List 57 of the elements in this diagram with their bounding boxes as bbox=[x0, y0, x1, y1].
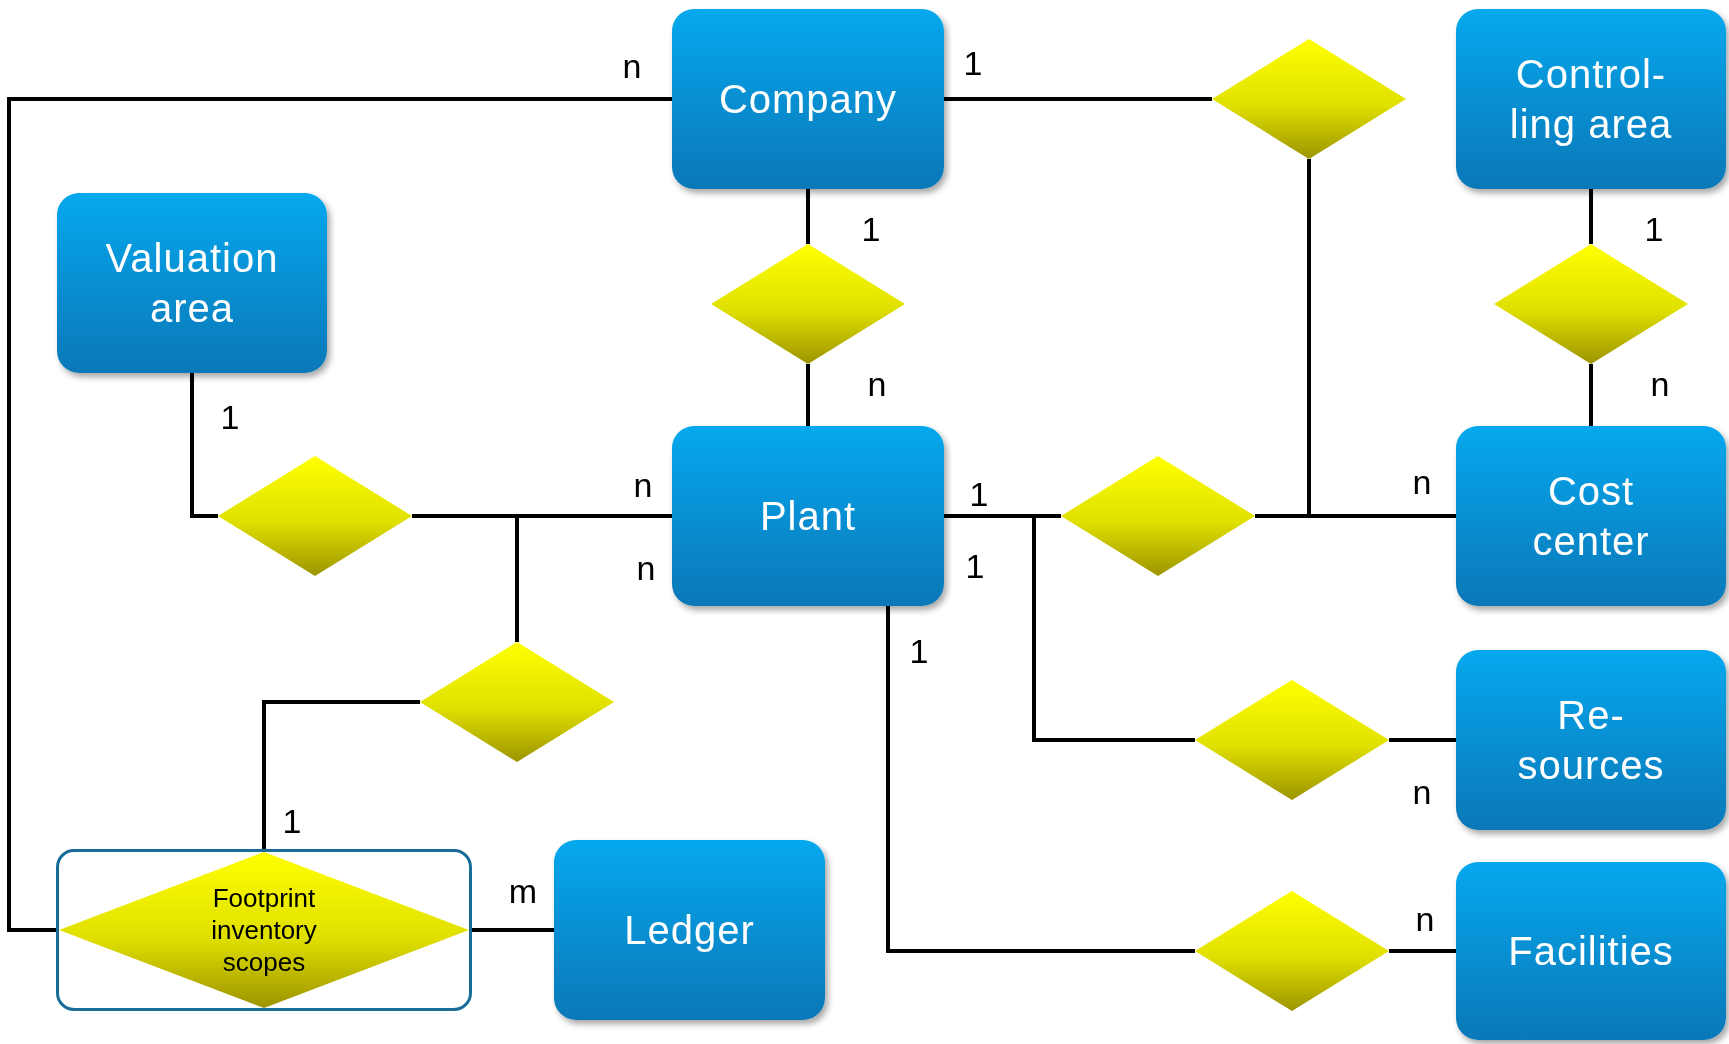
connector-line bbox=[806, 364, 810, 426]
entity-name: Re- sources bbox=[1516, 692, 1666, 789]
cardinality-label: n bbox=[1412, 463, 1432, 501]
cardinality-label: 1 bbox=[861, 210, 881, 248]
entity-name: Valuation area bbox=[104, 235, 280, 332]
entity-box bbox=[672, 426, 944, 606]
relationship-diamond bbox=[420, 642, 614, 762]
cardinality-label: n bbox=[636, 549, 656, 587]
entity-box bbox=[1456, 426, 1726, 606]
relationship-diamond bbox=[1195, 891, 1389, 1011]
connector-line bbox=[515, 514, 672, 642]
cardinality-label: 1 bbox=[282, 802, 302, 840]
connector-line bbox=[472, 928, 554, 932]
connector-line bbox=[1589, 364, 1593, 426]
cardinality-label: 1 bbox=[963, 44, 983, 82]
relationship-diamond bbox=[1494, 244, 1688, 364]
relationship-diamond bbox=[1061, 456, 1255, 576]
connector-line bbox=[262, 700, 420, 849]
relationship-diamond bbox=[1195, 680, 1389, 800]
cardinality-label: m bbox=[508, 872, 538, 910]
connector-line bbox=[1389, 949, 1456, 953]
connector-line bbox=[806, 189, 810, 244]
entity-box bbox=[1456, 9, 1726, 189]
entity-name: Control- ling area bbox=[1508, 51, 1674, 148]
connector-line bbox=[190, 373, 218, 518]
cardinality-label: n bbox=[867, 365, 887, 403]
relationship-diamond bbox=[1212, 39, 1406, 159]
cardinality-label: 1 bbox=[909, 632, 929, 670]
entity-name: Company bbox=[717, 76, 899, 123]
entity-box bbox=[672, 9, 944, 189]
entity-name: Cost center bbox=[1531, 468, 1651, 565]
entity-box bbox=[1456, 862, 1726, 1040]
entity-box bbox=[1456, 650, 1726, 830]
cardinality-label: 1 bbox=[1644, 210, 1664, 248]
entity-name: Footprint inventory scopes bbox=[210, 882, 318, 978]
connector-line bbox=[944, 514, 1195, 742]
relationship-diamond bbox=[218, 456, 412, 576]
connector-line bbox=[1389, 738, 1456, 742]
entity-name: Plant bbox=[758, 493, 858, 540]
entity-box bbox=[554, 840, 825, 1020]
cardinality-label: 1 bbox=[965, 547, 985, 585]
cardinality-label: n bbox=[622, 47, 642, 85]
connector-line bbox=[886, 606, 1195, 953]
connector-line bbox=[1255, 514, 1456, 518]
entity-name: Ledger bbox=[623, 907, 756, 954]
connector-line bbox=[1589, 189, 1593, 244]
connector-line bbox=[7, 97, 672, 932]
cardinality-label: n bbox=[1650, 365, 1670, 403]
connector-line bbox=[944, 97, 1212, 101]
cardinality-label: 1 bbox=[969, 475, 989, 513]
cardinality-label: n bbox=[1415, 900, 1435, 938]
cardinality-label: n bbox=[633, 466, 653, 504]
entity-name: Facilities bbox=[1507, 928, 1675, 975]
relationship-diamond bbox=[711, 244, 905, 364]
entity-box bbox=[57, 193, 327, 373]
cardinality-label: n bbox=[1412, 773, 1432, 811]
cardinality-label: 1 bbox=[220, 398, 240, 436]
